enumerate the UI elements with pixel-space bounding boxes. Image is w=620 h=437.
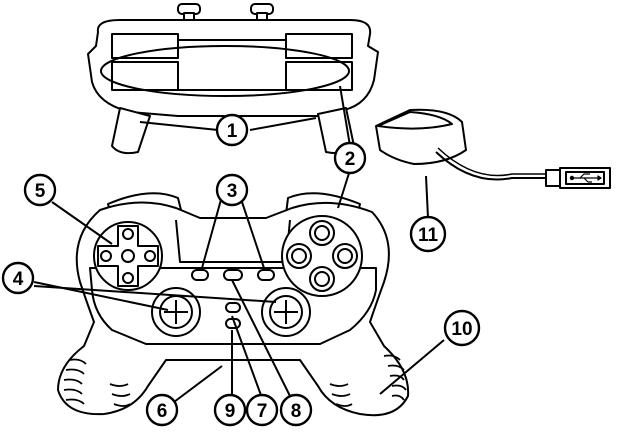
callout-markers: 1 2 3 4 5 6 7 8 9 10 11 [1,113,481,427]
callout-10: 10 [443,309,481,347]
callout-5: 5 [23,173,57,207]
callout-circle [213,393,247,427]
start-button [257,269,275,281]
callout-number: 3 [227,181,238,202]
callout-number: 1 [227,121,238,142]
callout-circle [215,173,249,207]
callout-4: 4 [1,261,35,295]
top-grip-left [111,107,151,155]
right-analog-stick [261,287,311,337]
callout-3: 3 [215,173,249,207]
usb-symbol-icon [569,173,602,183]
controller-front-view [57,192,410,417]
action-buttons [281,215,363,297]
select-button [191,269,209,281]
shoulder-highlight-ellipse [100,45,350,97]
callout-number: 10 [451,319,472,340]
callout-8: 8 [279,393,313,427]
callout-number: 11 [418,225,439,246]
shoulder-button-left-upper [111,33,179,59]
grip-ridges-left [63,358,131,407]
callout-11: 11 [409,215,447,253]
controller-top-view [87,3,379,155]
callout-number: 4 [13,269,24,290]
callout-2: 2 [333,141,367,175]
left-analog-stick [151,287,201,337]
callout-9: 9 [213,393,247,427]
usb-receiver [375,108,611,189]
callout-circle [333,141,367,175]
callout-circle [409,215,447,253]
callout-circle [215,113,249,147]
callout-7: 7 [245,393,279,427]
callout-1: 1 [215,113,249,147]
callout-circle [279,393,313,427]
callout-number: 6 [157,401,168,422]
home-button [223,269,243,281]
callout-number: 8 [291,401,302,422]
grip-ridges-right [329,354,407,407]
callout-circle [1,261,35,295]
face-plate [89,267,377,345]
callout-circle [443,309,481,347]
callout-circle [145,393,179,427]
mode-button [225,302,241,313]
usb-cable [435,151,548,181]
callout-circle [23,173,57,207]
callout-number: 5 [35,181,46,202]
callout-number: 9 [225,401,236,422]
shoulder-button-right-lower [285,61,353,91]
callout-circle [245,393,279,427]
callout-number: 7 [257,401,268,422]
d-pad [93,221,163,291]
callout-number: 2 [345,149,356,170]
callout-6: 6 [145,393,179,427]
usb-plug [545,169,561,187]
leader-lines [33,85,445,403]
